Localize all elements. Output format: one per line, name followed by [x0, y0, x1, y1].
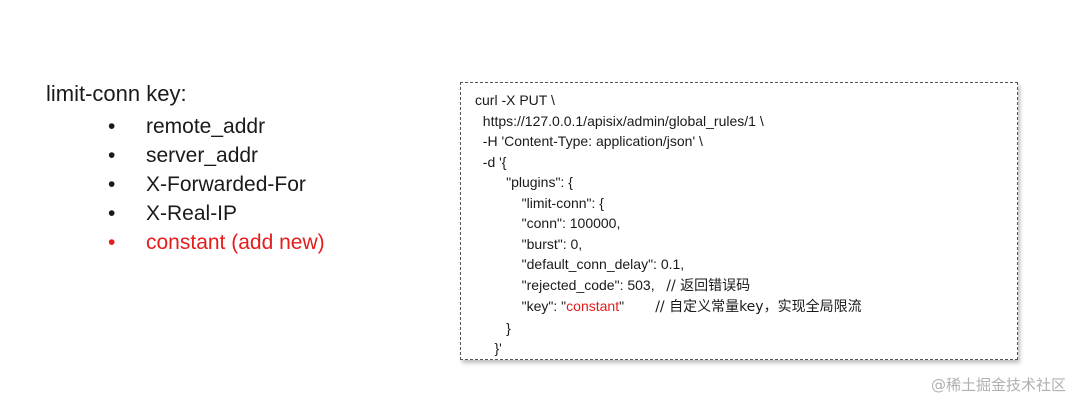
code-line: "plugins": {	[475, 174, 573, 190]
list-item-x-forwarded-for: • X-Forwarded-For	[108, 170, 406, 199]
code-line-rejected-code: "rejected_code": 503, // 返回错误码	[475, 275, 1017, 297]
limit-conn-key-panel: limit-conn key: • remote_addr • server_a…	[46, 80, 406, 257]
bullet-icon: •	[108, 231, 116, 254]
code-line: -d '{	[475, 153, 507, 170]
code-line: "limit-conn": {	[475, 194, 604, 211]
code-line: "burst": 0,	[475, 235, 583, 252]
bullet-icon: •	[108, 144, 116, 167]
list-item-x-real-ip: • X-Real-IP	[108, 199, 406, 228]
list-item-remote-addr: • remote_addr	[108, 112, 406, 141]
list-item-label: server_addr	[146, 144, 259, 167]
list-item-label: X-Real-IP	[146, 202, 238, 225]
list-title: limit-conn key:	[46, 81, 187, 106]
code-text: "key": "	[475, 298, 567, 314]
code-line: "default_conn_delay": 0.1,	[475, 256, 685, 272]
code-line: -H 'Content-Type: application/json' \	[475, 133, 703, 149]
code-text: "rejected_code": 503,	[475, 276, 667, 293]
code-line: curl -X PUT \	[475, 92, 555, 108]
bullet-icon: •	[108, 115, 116, 138]
list-item-label: constant (add new)	[146, 231, 325, 254]
code-comment: // 自定义常量key，实现全局限流	[655, 299, 862, 315]
code-line: "conn": 100000,	[475, 215, 621, 231]
bullet-icon: •	[108, 202, 116, 225]
key-list: • remote_addr • server_addr • X-Forwarde…	[46, 112, 406, 257]
list-item-constant-new: • constant (add new)	[108, 228, 406, 257]
code-line: }'	[475, 340, 502, 356]
code-line: }	[475, 319, 511, 336]
list-item-server-addr: • server_addr	[108, 141, 406, 170]
code-text: "	[619, 298, 656, 314]
code-block: curl -X PUT \ https://127.0.0.1/apisix/a…	[460, 82, 1018, 360]
list-item-label: X-Forwarded-For	[146, 173, 306, 196]
code-line: https://127.0.0.1/apisix/admin/global_ru…	[475, 112, 764, 129]
list-item-label: remote_addr	[146, 115, 266, 138]
code-comment: // 返回错误码	[666, 277, 751, 294]
code-line-key: "key": "constant" // 自定义常量key，实现全局限流	[475, 296, 1017, 318]
bullet-icon: •	[108, 173, 116, 196]
key-value-highlight: constant	[566, 298, 620, 314]
watermark: @稀土掘金技术社区	[930, 376, 1066, 394]
